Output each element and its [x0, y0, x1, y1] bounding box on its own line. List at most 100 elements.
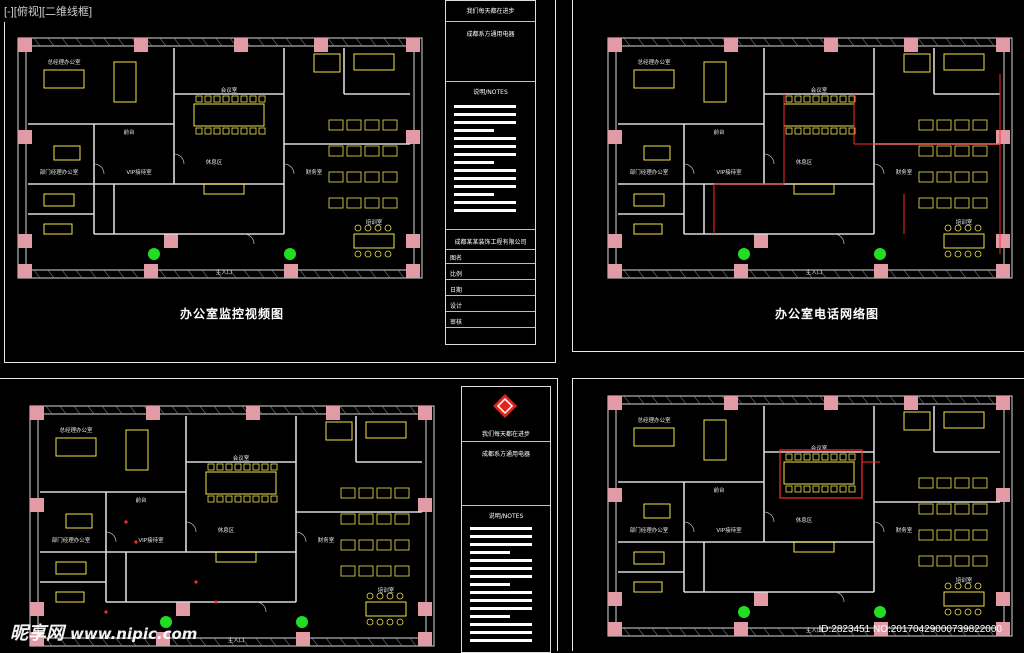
inner-wall: [37, 413, 427, 639]
column: [144, 264, 158, 278]
wall-hatch: [243, 269, 251, 279]
chair: [848, 485, 856, 493]
title-block-top: 我们每天都在进步 成都系方通用电器 说明/NOTES 成都某某装饰工程有限公司 …: [445, 0, 536, 345]
wall-hatch: [327, 37, 335, 47]
column: [608, 234, 622, 248]
wall-hatch: [397, 269, 405, 279]
wall-hatch: [381, 637, 389, 647]
inner-wall: [25, 45, 415, 271]
note-line: [454, 201, 516, 204]
outer-wall: [17, 37, 423, 279]
chair: [231, 127, 239, 135]
wall-hatch: [103, 37, 111, 47]
sheet-border: [572, 378, 573, 651]
wall-hatch: [185, 405, 193, 415]
note-line: [470, 623, 532, 626]
chair: [376, 618, 384, 626]
column: [418, 406, 432, 420]
workstation: [382, 145, 398, 157]
wall-hatch: [171, 637, 179, 647]
chair: [848, 95, 856, 103]
wall-hatch: [353, 637, 361, 647]
column: [734, 622, 748, 636]
chair: [803, 127, 811, 135]
wall-hatch: [89, 37, 97, 47]
chair: [204, 127, 212, 135]
room-label: 培训室: [956, 576, 973, 584]
tb-divider: [446, 21, 535, 22]
workstation: [954, 119, 970, 131]
door-swing: [873, 521, 885, 533]
column: [314, 38, 328, 52]
viewport-label[interactable]: [-][俯视][二维线框]: [4, 6, 92, 18]
wall-hatch: [833, 627, 841, 637]
wall-hatch: [339, 405, 347, 415]
note-line: [454, 161, 494, 164]
wall-hatch: [917, 269, 925, 279]
room-label: 会议室: [811, 86, 828, 94]
wall-hatch: [269, 637, 277, 647]
outlet-marker: [124, 520, 128, 524]
wall-hatch: [45, 637, 53, 647]
wall-hatch: [861, 395, 869, 405]
sheet-border: [572, 351, 1024, 352]
wall-hatch: [327, 269, 335, 279]
column: [234, 38, 248, 52]
wall-hatch: [187, 269, 195, 279]
workstation: [972, 555, 988, 567]
chair: [204, 95, 212, 103]
column: [176, 602, 190, 616]
sheet-border: [0, 378, 558, 379]
workstation: [328, 119, 344, 131]
wall-hatch: [945, 395, 953, 405]
chair: [812, 127, 820, 135]
chair: [830, 453, 838, 461]
wall-hatch: [115, 405, 123, 415]
wall-hatch: [665, 269, 673, 279]
chair: [954, 608, 962, 616]
chair: [216, 463, 224, 471]
chair: [812, 485, 820, 493]
chair: [222, 127, 230, 135]
wall-hatch: [283, 637, 291, 647]
desk: [943, 411, 985, 429]
note-line: [454, 209, 516, 212]
chair: [234, 495, 242, 503]
desk: [943, 53, 985, 71]
training-table: [943, 233, 985, 249]
workstation: [376, 565, 392, 577]
chair: [225, 495, 233, 503]
desk: [53, 145, 81, 161]
chair: [839, 127, 847, 135]
desk: [633, 581, 663, 593]
watermark-url: www.nipic.com: [70, 625, 198, 643]
wall-hatch: [777, 395, 785, 405]
workstation: [394, 513, 410, 525]
column: [18, 264, 32, 278]
room-label: 财务室: [896, 526, 913, 534]
tb-row-label: 图名: [450, 255, 463, 262]
workstation: [918, 119, 934, 131]
workstation: [918, 503, 934, 515]
chair: [794, 127, 802, 135]
plant-icon: [148, 248, 160, 260]
wall-hatch: [903, 627, 911, 637]
column: [608, 130, 622, 144]
room-label: 休息区: [206, 158, 223, 166]
chair: [848, 127, 856, 135]
chair: [366, 618, 374, 626]
wall-hatch: [341, 269, 349, 279]
workstation: [936, 171, 952, 183]
plant-icon: [738, 248, 750, 260]
wall-hatch: [33, 37, 41, 47]
note-line: [454, 105, 516, 108]
wall-hatch: [875, 395, 883, 405]
wall-hatch: [889, 627, 897, 637]
door-swing: [295, 531, 307, 543]
desk: [633, 551, 665, 565]
wall-hatch: [59, 637, 67, 647]
wall-hatch: [791, 395, 799, 405]
chair: [944, 582, 952, 590]
wall-hatch: [917, 37, 925, 47]
